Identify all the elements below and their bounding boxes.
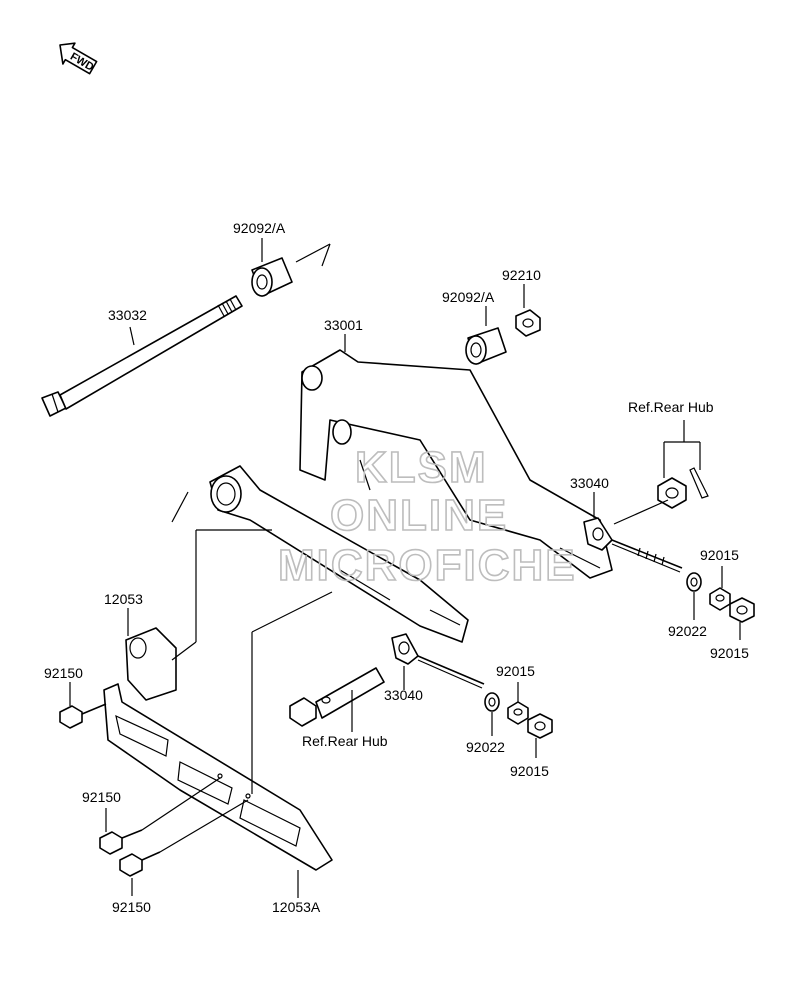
label-33001: 33001 bbox=[324, 317, 363, 333]
label-92022-right: 92022 bbox=[668, 623, 707, 639]
nut-92210 bbox=[515, 309, 541, 337]
ref-rear-hub-top-bracket bbox=[663, 420, 701, 478]
label-92015-right-1: 92015 bbox=[700, 547, 739, 563]
watermark-line1: KLSM bbox=[355, 443, 488, 492]
bolt-92150-bottom bbox=[119, 851, 161, 877]
locknut-middle-2 bbox=[527, 713, 553, 739]
label-12053: 12053 bbox=[104, 591, 143, 607]
label-ref-rear-hub-top: Ref.Rear Hub bbox=[628, 399, 714, 415]
label-92015-right-2: 92015 bbox=[710, 645, 749, 661]
label-33040-middle: 33040 bbox=[384, 687, 423, 703]
label-92210: 92210 bbox=[502, 267, 541, 283]
adjuster-thread-icon bbox=[637, 547, 665, 566]
label-92015-middle-1: 92015 bbox=[496, 663, 535, 679]
hub-nut-top bbox=[657, 477, 687, 509]
fwd-arrow-icon: FWD bbox=[59, 42, 98, 75]
chain-guide-block bbox=[125, 627, 177, 701]
label-ref-rear-hub-bottom: Ref.Rear Hub bbox=[302, 733, 388, 749]
bolt-92150-mid bbox=[99, 829, 143, 855]
label-92092a-left: 92092/A bbox=[233, 220, 286, 236]
label-92022-middle: 92022 bbox=[466, 739, 505, 755]
label-33040-right: 33040 bbox=[570, 475, 609, 491]
axle-thread-icon bbox=[217, 298, 237, 317]
watermark-line2: ONLINE bbox=[330, 491, 508, 540]
watermark-line3: MICROFICHE bbox=[278, 541, 577, 590]
label-33032: 33032 bbox=[108, 307, 147, 323]
collar-left bbox=[251, 257, 293, 297]
chain-adjuster-right bbox=[583, 517, 683, 573]
label-92150-middle: 92150 bbox=[82, 789, 121, 805]
cotter-pin-icon bbox=[689, 467, 709, 499]
label-92150-top: 92150 bbox=[44, 665, 83, 681]
locknut-right-1 bbox=[709, 587, 731, 611]
washer-right bbox=[686, 572, 702, 592]
chain-adjuster-middle bbox=[391, 633, 485, 689]
pivot-axle-bolt bbox=[41, 295, 243, 417]
watermark: KLSM ONLINE MICROFICHE bbox=[277, 442, 577, 591]
locknut-middle-1 bbox=[507, 701, 529, 725]
fwd-text: FWD bbox=[68, 51, 96, 74]
label-92150-bottom: 92150 bbox=[112, 899, 151, 915]
label-12053a: 12053A bbox=[272, 899, 321, 915]
washer-middle bbox=[484, 692, 500, 712]
label-92015-middle-2: 92015 bbox=[510, 763, 549, 779]
bolt-92150-top bbox=[59, 703, 107, 729]
collar-right bbox=[465, 327, 507, 365]
rear-axle bbox=[289, 667, 385, 727]
label-92092a-right: 92092/A bbox=[442, 289, 495, 305]
fwd-indicator: FWD bbox=[59, 42, 98, 75]
locknut-right-2 bbox=[729, 597, 755, 623]
swingarm bbox=[209, 349, 613, 643]
